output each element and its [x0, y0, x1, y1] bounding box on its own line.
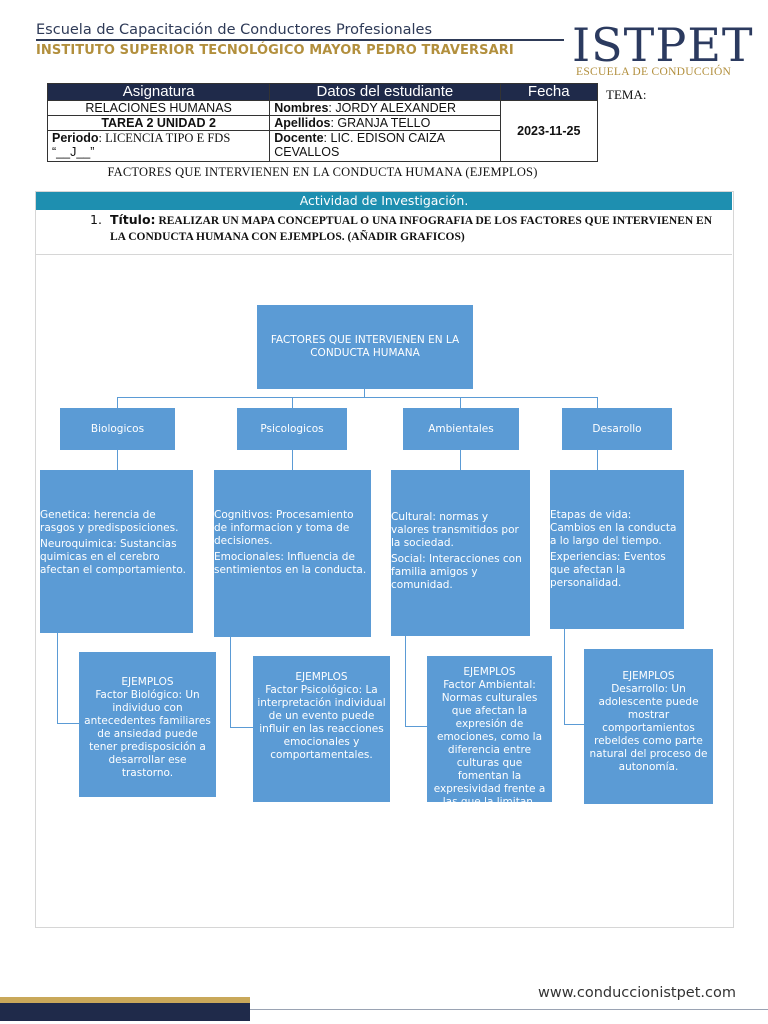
connector-cat-1 — [117, 397, 118, 408]
connector-example-3-h — [405, 726, 427, 727]
detail-text: Social: Interacciones con familia amigos… — [391, 553, 522, 591]
connector-example-4-h — [564, 724, 584, 725]
detail-psicologicos: Cognitivos: Procesamiento de informacion… — [214, 470, 371, 637]
website-link[interactable]: www.conduccionistpet.com — [538, 985, 736, 1001]
detail-text: Experiencias: Eventos que afectan la per… — [550, 551, 666, 589]
example-ambiental: EJEMPLOS Factor Ambiental: Normas cultur… — [427, 656, 552, 808]
example-desarrollo: EJEMPLOS Desarrollo: Un adolescente pued… — [584, 649, 713, 804]
fecha-cell: 2023-11-25 — [499, 100, 599, 162]
connector-horizontal — [117, 397, 598, 398]
connector-example-3-v — [405, 636, 406, 727]
category-psicologicos: Psicologicos — [237, 408, 347, 450]
header-divider — [36, 39, 564, 41]
category-biologicos: Biologicos — [60, 408, 175, 450]
docente-cell: Docente: LIC. EDISON CAIZA CEVALLOS — [269, 130, 501, 162]
detail-text: Neuroquimica: Sustancias quimicas en el … — [40, 538, 186, 576]
istpet-logo: ISTPET — [572, 18, 754, 72]
title-text: REALIZAR UN MAPA CONCEPTUAL O UNA INFOGR… — [110, 215, 713, 243]
detail-text: Etapas de vida: Cambios en la conducta a… — [550, 509, 677, 547]
connector-cat-4 — [597, 397, 598, 408]
example-heading: EJEMPLOS — [463, 666, 516, 678]
connector-example-4-v — [564, 629, 565, 725]
example-heading: EJEMPLOS — [295, 671, 348, 683]
example-biologico: EJEMPLOS Factor Biológico: Un individuo … — [79, 652, 216, 797]
school-name: Escuela de Capacitación de Conductores P… — [36, 22, 433, 38]
activity-container — [35, 191, 734, 928]
footer-line — [250, 1009, 768, 1010]
detail-text: Emocionales: Influencia de sentimientos … — [214, 551, 367, 576]
periodo-cell: Periodo: LICENCIA TIPO E FDS“__J__” — [46, 130, 271, 162]
example-text: Factor Ambiental: Normas culturales que … — [433, 679, 546, 808]
example-heading: EJEMPLOS — [121, 676, 174, 688]
root-node: FACTORES QUE INTERVIENEN EN LA CONDUCTA … — [257, 305, 473, 389]
task-cell: TAREA 2 UNIDAD 2 — [46, 115, 271, 131]
tema-label: TEMA: — [606, 87, 647, 102]
activity-separator — [36, 254, 732, 255]
periodo-extra: “__J__” — [52, 145, 95, 159]
connector-cat-3 — [460, 397, 461, 408]
periodo-label: Periodo — [52, 131, 99, 145]
docente-label: Docente — [274, 131, 324, 145]
institute-name: INSTITUTO SUPERIOR TECNOLÓGICO MAYOR PED… — [36, 43, 514, 58]
activity-title: Título: REALIZAR UN MAPA CONCEPTUAL O UN… — [110, 212, 728, 245]
nombres-cell: Nombres: JORDY ALEXANDER — [269, 100, 501, 116]
connector-detail-4 — [597, 450, 598, 470]
category-ambientales: Ambientales — [403, 408, 519, 450]
docente-value: : LIC. EDISON CAIZA CEVALLOS — [274, 131, 445, 159]
header-asignatura: Asignatura — [46, 83, 271, 101]
footer-navy-stripe — [0, 1003, 250, 1021]
nombres-value: : JORDY ALEXANDER — [328, 101, 456, 115]
logo-subtitle: ESCUELA DE CONDUCCIÓN — [576, 66, 732, 78]
connector-example-1-v — [57, 632, 58, 724]
item-number: 1. — [90, 212, 102, 227]
example-text: Factor Biológico: Un individuo con antec… — [84, 689, 211, 779]
category-desarollo: Desarollo — [562, 408, 672, 450]
header-fecha: Fecha — [499, 83, 599, 101]
connector-root — [364, 388, 365, 398]
student-info-table: Asignatura Datos del estudiante Fecha RE… — [46, 83, 599, 162]
connector-detail-2 — [292, 450, 293, 470]
example-heading: EJEMPLOS — [622, 670, 675, 682]
document-subtitle: FACTORES QUE INTERVIENEN EN LA CONDUCTA … — [107, 165, 538, 179]
apellidos-value: : GRANJA TELLO — [330, 116, 431, 130]
connector-example-2-h — [230, 727, 253, 728]
connector-detail-3 — [460, 450, 461, 470]
detail-desarollo: Etapas de vida: Cambios en la conducta a… — [550, 470, 684, 629]
detail-biologicos: Genetica: herencia de rasgos y predispos… — [40, 470, 193, 633]
connector-example-2-v — [230, 637, 231, 728]
example-text: Factor Psicológico: La interpretación in… — [257, 684, 386, 761]
footer-gold-stripe — [0, 997, 250, 1003]
detail-ambientales: Cultural: normas y valores transmitidos … — [391, 470, 530, 636]
detail-text: Cultural: normas y valores transmitidos … — [391, 511, 519, 549]
title-label: Título: — [110, 212, 156, 227]
apellidos-cell: Apellidos: GRANJA TELLO — [269, 115, 501, 131]
nombres-label: Nombres — [274, 101, 329, 115]
connector-cat-2 — [292, 397, 293, 408]
example-psicologico: EJEMPLOS Factor Psicológico: La interpre… — [253, 656, 390, 802]
detail-text: Genetica: herencia de rasgos y predispos… — [40, 509, 179, 534]
periodo-value: : LICENCIA TIPO E FDS — [98, 131, 231, 145]
connector-example-1-h — [57, 723, 79, 724]
subject-cell: RELACIONES HUMANAS — [46, 100, 271, 116]
detail-text: Cognitivos: Procesamiento de informacion… — [214, 509, 354, 547]
header-datos: Datos del estudiante — [269, 83, 501, 101]
example-text: Desarrollo: Un adolescente puede mostrar… — [589, 683, 708, 773]
connector-detail-1 — [117, 450, 118, 470]
activity-bar: Actividad de Investigación. — [36, 192, 732, 210]
apellidos-label: Apellidos — [274, 116, 331, 130]
